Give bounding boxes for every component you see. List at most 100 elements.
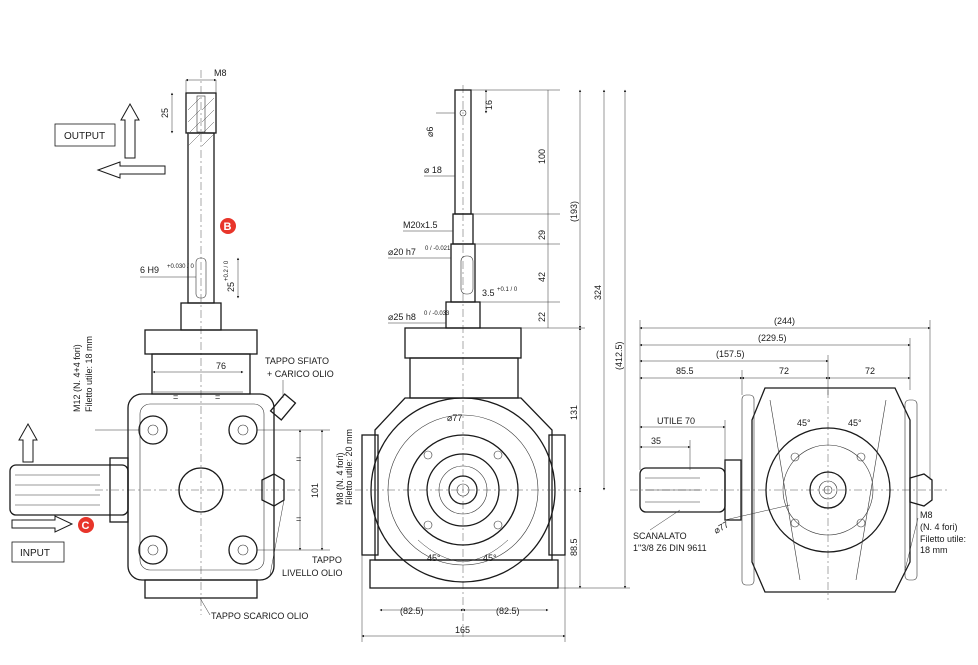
input-collar [109,457,129,523]
side-view: M8 25 OUTPUT B 6 H9 +0.030 / 0 25 +0.2 /… [9,68,354,621]
top-angle-left: 45° [797,418,811,428]
spline-spec: 1"3/8 Z6 DIN 9611 [633,543,707,553]
svg-text:=: = [173,392,178,402]
badge-b [220,218,236,234]
input-box [11,541,65,563]
base-plate [144,579,258,599]
thread-m20: M20x1.5 [403,220,438,230]
top-view: (244) (229.5) (157.5) 85.5 72 72 UTILE 7… [630,316,966,600]
svg-text:=: = [296,514,301,524]
dim-76: 76 [216,361,226,371]
bolt-hole [423,520,433,530]
top-dia-77: ⌀77 [712,519,730,535]
dim-131: 131 [569,405,579,420]
dim-25-key: 25 [226,282,236,292]
top-angle-right: 45° [848,418,862,428]
output-left-arrow [96,161,166,179]
front-main-flange [370,397,556,583]
front-hub [426,453,500,527]
m8-thread: Filetto utile: [920,534,966,544]
dim-4125: (412.5) [614,341,624,370]
bolt-hole [493,450,503,460]
dim-825-right: (82.5) [496,606,520,616]
key-35: 3.5 [482,288,495,298]
badge-c-text: C [82,520,90,532]
dim-825-left: (82.5) [400,606,424,616]
livello-olio-label: LIVELLO OLIO [282,568,343,578]
dim-42: 42 [537,272,547,282]
dim-193: (193) [569,201,579,222]
front-bore [448,475,478,505]
dim-35: 35 [651,436,661,446]
bolt-boss [138,415,168,445]
dim-22: 22 [537,312,547,322]
front-view: 16 ⌀6 ⌀ 18 M20x1.5 ⌀20 h7 0 / -0.021 3.5… [355,85,630,642]
input-up-arrow [18,422,38,463]
input-label: INPUT [20,548,50,559]
dia-20: ⌀20 h7 [388,247,416,257]
dim-244: (244) [774,316,795,326]
dia-18: ⌀ 18 [424,165,442,175]
bolt-hole [423,450,433,460]
dim-101: 101 [310,483,320,498]
utile-70: UTILE 70 [657,416,695,426]
m8-holes: (N. 4 fori) [920,522,958,532]
m8-label: M8 [920,510,933,520]
key-label: 6 H9 [140,265,159,275]
bolt-boss [228,535,258,565]
bolt-hole [493,520,503,530]
dim-29: 29 [537,230,547,240]
top-plug [909,473,933,507]
dia-20-tol: 0 / -0.021 [425,246,451,252]
bolt-hole [790,452,800,462]
input-right-arrow [11,515,74,533]
m12-thread-label: Filetto utile: 18 mm [84,336,94,412]
carico-olio-label: + CARICO OLIO [267,369,334,379]
dim-16: 16 [484,100,494,110]
m8-holes-label: M8 (N. 4 fori) [335,452,345,505]
front-dia-77: ⌀77 [447,413,462,423]
tappo-sfiato-label: TAPPO SFIATO [265,356,329,366]
key-tolerance: +0.030 / 0 [167,264,195,270]
bolt-boss [228,415,258,445]
dia-25: ⌀25 h8 [388,312,416,322]
bolt-hole [790,518,800,528]
output-label: OUTPUT [64,131,105,142]
output-box [54,123,116,147]
dim-72a: 72 [779,366,789,376]
front-neck [409,357,519,399]
dim-165: 165 [455,625,470,635]
center-boss [178,467,224,513]
front-angle-left: 45° [427,553,441,563]
vent-plug [269,393,297,421]
output-up-arrow [120,102,140,159]
front-base [369,559,559,589]
top-collar [724,459,742,521]
key-35-tol: +0.1 / 0 [497,287,518,293]
dim-885: 88.5 [569,538,579,556]
front-bolt-circle [407,434,519,546]
dim-1575: (157.5) [716,349,745,359]
dim-72b: 72 [865,366,875,376]
dim-2295: (229.5) [758,333,787,343]
m8-thread-label: Filetto utile: 20 mm [344,429,354,505]
dim-324: 324 [593,285,603,300]
dim-855: 85.5 [676,366,694,376]
scanalato-label: SCANALATO [633,531,687,541]
svg-text:=: = [296,454,301,464]
m8-length: 18 mm [920,545,948,555]
bolt-hole [856,452,866,462]
front-angle-right: 45° [483,553,497,563]
top-housing [751,387,911,593]
tappo-scarico-label: TAPPO SCARICO OLIO [211,611,308,621]
dia-25-tol: 0 / -0.033 [424,311,450,317]
top-flange-circle [765,427,891,553]
bolt-hole [856,518,866,528]
badge-c [78,517,94,533]
front-side-lug-right [548,434,566,556]
top-hub [809,471,847,509]
thread-top-label: M8 [214,68,227,78]
bolt-boss [138,535,168,565]
dim-25-top: 25 [160,108,170,118]
